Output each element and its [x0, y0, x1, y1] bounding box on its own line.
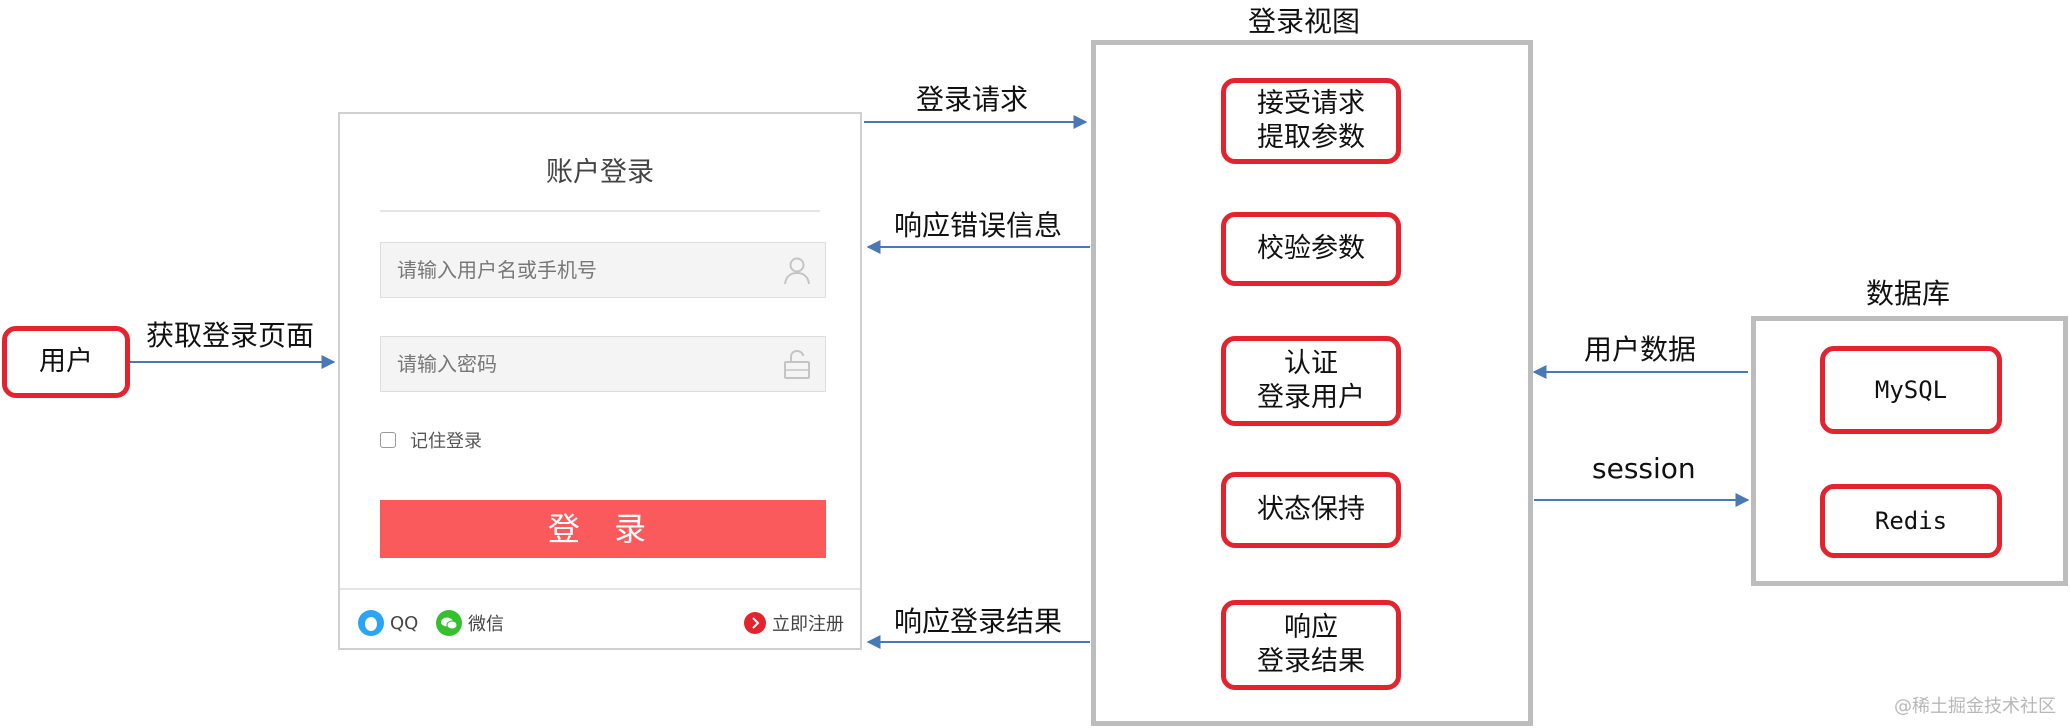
login-button[interactable]: 登 录: [380, 500, 826, 558]
qq-label: QQ: [390, 612, 419, 634]
password-placeholder: 请输入密码: [397, 352, 497, 376]
wechat-label: 微信: [468, 614, 504, 635]
qq-icon: [358, 610, 384, 636]
get-login-page-label: 获取登录页面: [146, 319, 315, 352]
unlock-icon: [784, 349, 810, 379]
form-title: 账户登录: [546, 157, 654, 188]
register-label: 立即注册: [772, 614, 844, 635]
user-node: 用户: [2, 326, 130, 398]
arrow-right-circle-icon: [744, 612, 766, 634]
step-authenticate: 认证 登录用户: [1221, 336, 1401, 426]
login-view-title: 登录视图: [1248, 5, 1361, 38]
step-validate-params: 校验参数: [1221, 212, 1401, 286]
username-placeholder: 请输入用户名或手机号: [397, 258, 597, 282]
password-input[interactable]: 请输入密码: [380, 336, 826, 392]
wechat-icon: [436, 610, 462, 636]
login-result-label: 响应登录结果: [894, 605, 1063, 638]
step-keep-state: 状态保持: [1221, 472, 1401, 548]
wechat-login-link[interactable]: 微信: [436, 610, 504, 636]
step-receive-request: 接受请求 提取参数: [1221, 78, 1401, 164]
error-response-label: 响应错误信息: [894, 209, 1063, 242]
remember-checkbox[interactable]: [380, 432, 396, 448]
session-label: session: [1592, 452, 1696, 485]
qq-login-link[interactable]: QQ: [358, 610, 418, 636]
user-icon: [784, 257, 810, 285]
username-input[interactable]: 请输入用户名或手机号: [380, 242, 826, 298]
mysql-node: MySQL: [1820, 346, 2002, 434]
step-respond-result: 响应 登录结果: [1221, 600, 1401, 690]
watermark: @稀土掘金技术社区: [1894, 696, 2056, 717]
database-title: 数据库: [1866, 277, 1951, 310]
form-footer-divider: [340, 588, 860, 590]
login-form: 账户登录 请输入用户名或手机号 请输入密码 记住登录 登 录 QQ 微信: [338, 112, 862, 650]
form-divider: [380, 210, 820, 212]
user-data-label: 用户数据: [1584, 333, 1697, 366]
remember-label: 记住登录: [410, 431, 482, 452]
register-link[interactable]: 立即注册: [744, 610, 844, 636]
login-request-label: 登录请求: [916, 83, 1029, 116]
redis-node: Redis: [1820, 484, 2002, 558]
